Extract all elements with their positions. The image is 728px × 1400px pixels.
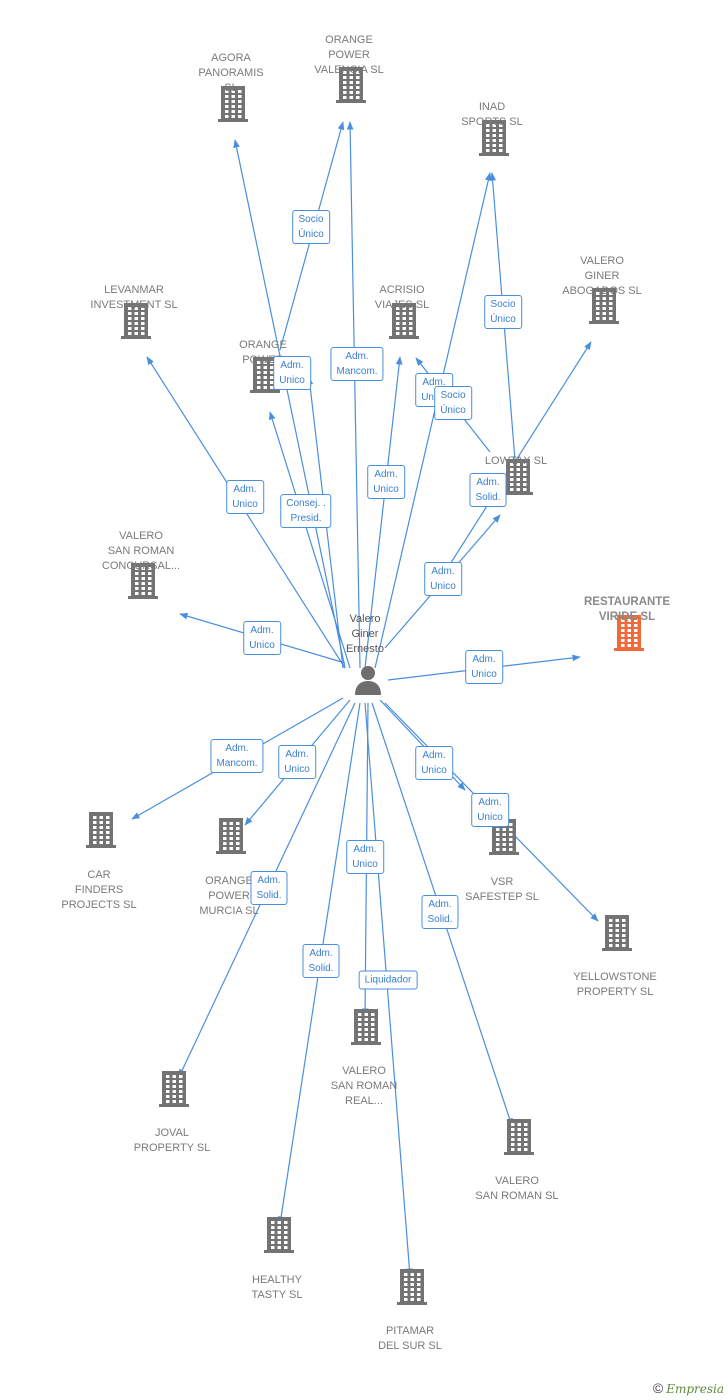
building-icon[interactable]: [249, 353, 281, 393]
company-label-lowtax[interactable]: LOWTAX SL: [484, 455, 548, 467]
building-icon[interactable]: [120, 299, 152, 339]
edge-acrisio: [364, 356, 403, 669]
building-icon[interactable]: [263, 1213, 295, 1253]
edge-label-joval[interactable]: Adm. Solid.: [250, 871, 288, 905]
edge-label-orange_power[interactable]: Adm. Unico: [273, 356, 311, 390]
edge-orange_power: [269, 411, 351, 669]
copyright-symbol: ©: [652, 1380, 664, 1396]
building-icon[interactable]: [388, 299, 420, 339]
building-icon[interactable]: [158, 1067, 190, 1107]
company-label-levanmar[interactable]: LEVANMAR INVESTMENT SL: [90, 284, 178, 311]
edge-label-orange_valencia[interactable]: Adm. Mancom.: [330, 347, 384, 381]
edge-label-acrisio[interactable]: Adm. Unico: [367, 465, 405, 499]
edge-label-healthy[interactable]: Adm. Solid.: [302, 944, 340, 978]
company-label-real[interactable]: VALERO SAN ROMAN REAL...: [330, 1065, 398, 1107]
company-label-restaurante[interactable]: RESTAURANTE VIRIDE SL: [583, 596, 671, 623]
edge-label-vsr_sl[interactable]: Adm. Solid.: [421, 895, 459, 929]
edge-pitamar: [364, 702, 413, 1277]
building-icon[interactable]: [215, 814, 247, 854]
edge-label-car_finders[interactable]: Adm. Mancom.: [210, 739, 264, 773]
edge-label-acrisio[interactable]: Socio Único: [434, 386, 472, 420]
edge-inad: [374, 172, 492, 669]
edge-label-vsr[interactable]: Adm. Unico: [415, 746, 453, 780]
company-label-orange_murcia[interactable]: ORANGE POWER MURCIA SL: [199, 875, 259, 917]
building-icon[interactable]: [588, 284, 620, 324]
edge-label-orange_valencia[interactable]: Socio Único: [292, 210, 330, 244]
company-label-orange_valencia[interactable]: ORANGE POWER VALENCIA SL: [314, 34, 384, 76]
edge-orange_valencia: [346, 121, 361, 669]
company-label-car_finders[interactable]: CAR FINDERS PROJECTS SL: [61, 869, 137, 911]
company-label-acrisio[interactable]: ACRISIO VIAJES SL: [374, 284, 430, 311]
brand-logo-text: Empresia: [666, 1382, 724, 1396]
edge-label-inad[interactable]: Socio Único: [484, 295, 522, 329]
company-label-agora[interactable]: AGORA PANORAMIS SL: [198, 52, 264, 94]
building-icon[interactable]: [503, 1115, 535, 1155]
edge-label-orange_murcia[interactable]: Adm. Unico: [278, 745, 316, 779]
building-icon[interactable]: [217, 82, 249, 122]
building-icon[interactable]: [85, 808, 117, 848]
building-icon[interactable]: [335, 63, 367, 103]
building-icon[interactable]: [350, 1005, 382, 1045]
edge-label-valero_giner_abogados[interactable]: Adm. Solid.: [469, 473, 507, 507]
building-icon[interactable]: [502, 455, 534, 495]
company-label-inad[interactable]: INAD SPORTS SL: [461, 101, 523, 128]
edge-label-real[interactable]: Adm. Unico: [346, 840, 384, 874]
footer-credit[interactable]: ©Empresia: [653, 1380, 724, 1396]
center-person-label[interactable]: Valero Giner Ernesto: [346, 613, 384, 655]
edge-label-yellowstone[interactable]: Adm. Unico: [471, 793, 509, 827]
building-icon[interactable]: [613, 611, 645, 651]
company-label-joval[interactable]: JOVAL PROPERTY SL: [133, 1127, 211, 1154]
edge-label-concursal[interactable]: Adm. Unico: [243, 621, 281, 655]
company-label-orange_power[interactable]: ORANGE POWER: [239, 339, 287, 366]
edge-agora: [233, 139, 346, 669]
edge-label-restaurante[interactable]: Adm. Unico: [465, 650, 503, 684]
edge-label-pitamar[interactable]: Liquidador: [358, 970, 418, 990]
building-icon[interactable]: [601, 911, 633, 951]
building-icon[interactable]: [396, 1265, 428, 1305]
building-icon[interactable]: [127, 559, 159, 599]
building-icon[interactable]: [478, 116, 510, 156]
edge-label-orange_power[interactable]: Consej. . Presid.: [280, 494, 332, 528]
person-icon[interactable]: [353, 664, 383, 696]
company-label-concursal[interactable]: VALERO SAN ROMAN CONCURSAL...: [101, 530, 181, 572]
company-label-valero_giner_abogados[interactable]: VALERO GINER ABOGADOS SL: [562, 255, 642, 297]
edge-label-lowtax[interactable]: Adm. Unico: [424, 562, 462, 596]
company-label-vsr_sl[interactable]: VALERO SAN ROMAN SL: [475, 1175, 559, 1202]
company-label-vsr[interactable]: VSR SAFESTEP SL: [465, 876, 539, 903]
company-label-pitamar[interactable]: PITAMAR DEL SUR SL: [378, 1325, 442, 1352]
company-label-yellowstone[interactable]: YELLOWSTONE PROPERTY SL: [573, 971, 657, 998]
company-label-healthy[interactable]: HEALTHY TASTY SL: [251, 1274, 303, 1301]
edge-label-levanmar[interactable]: Adm. Unico: [226, 480, 264, 514]
